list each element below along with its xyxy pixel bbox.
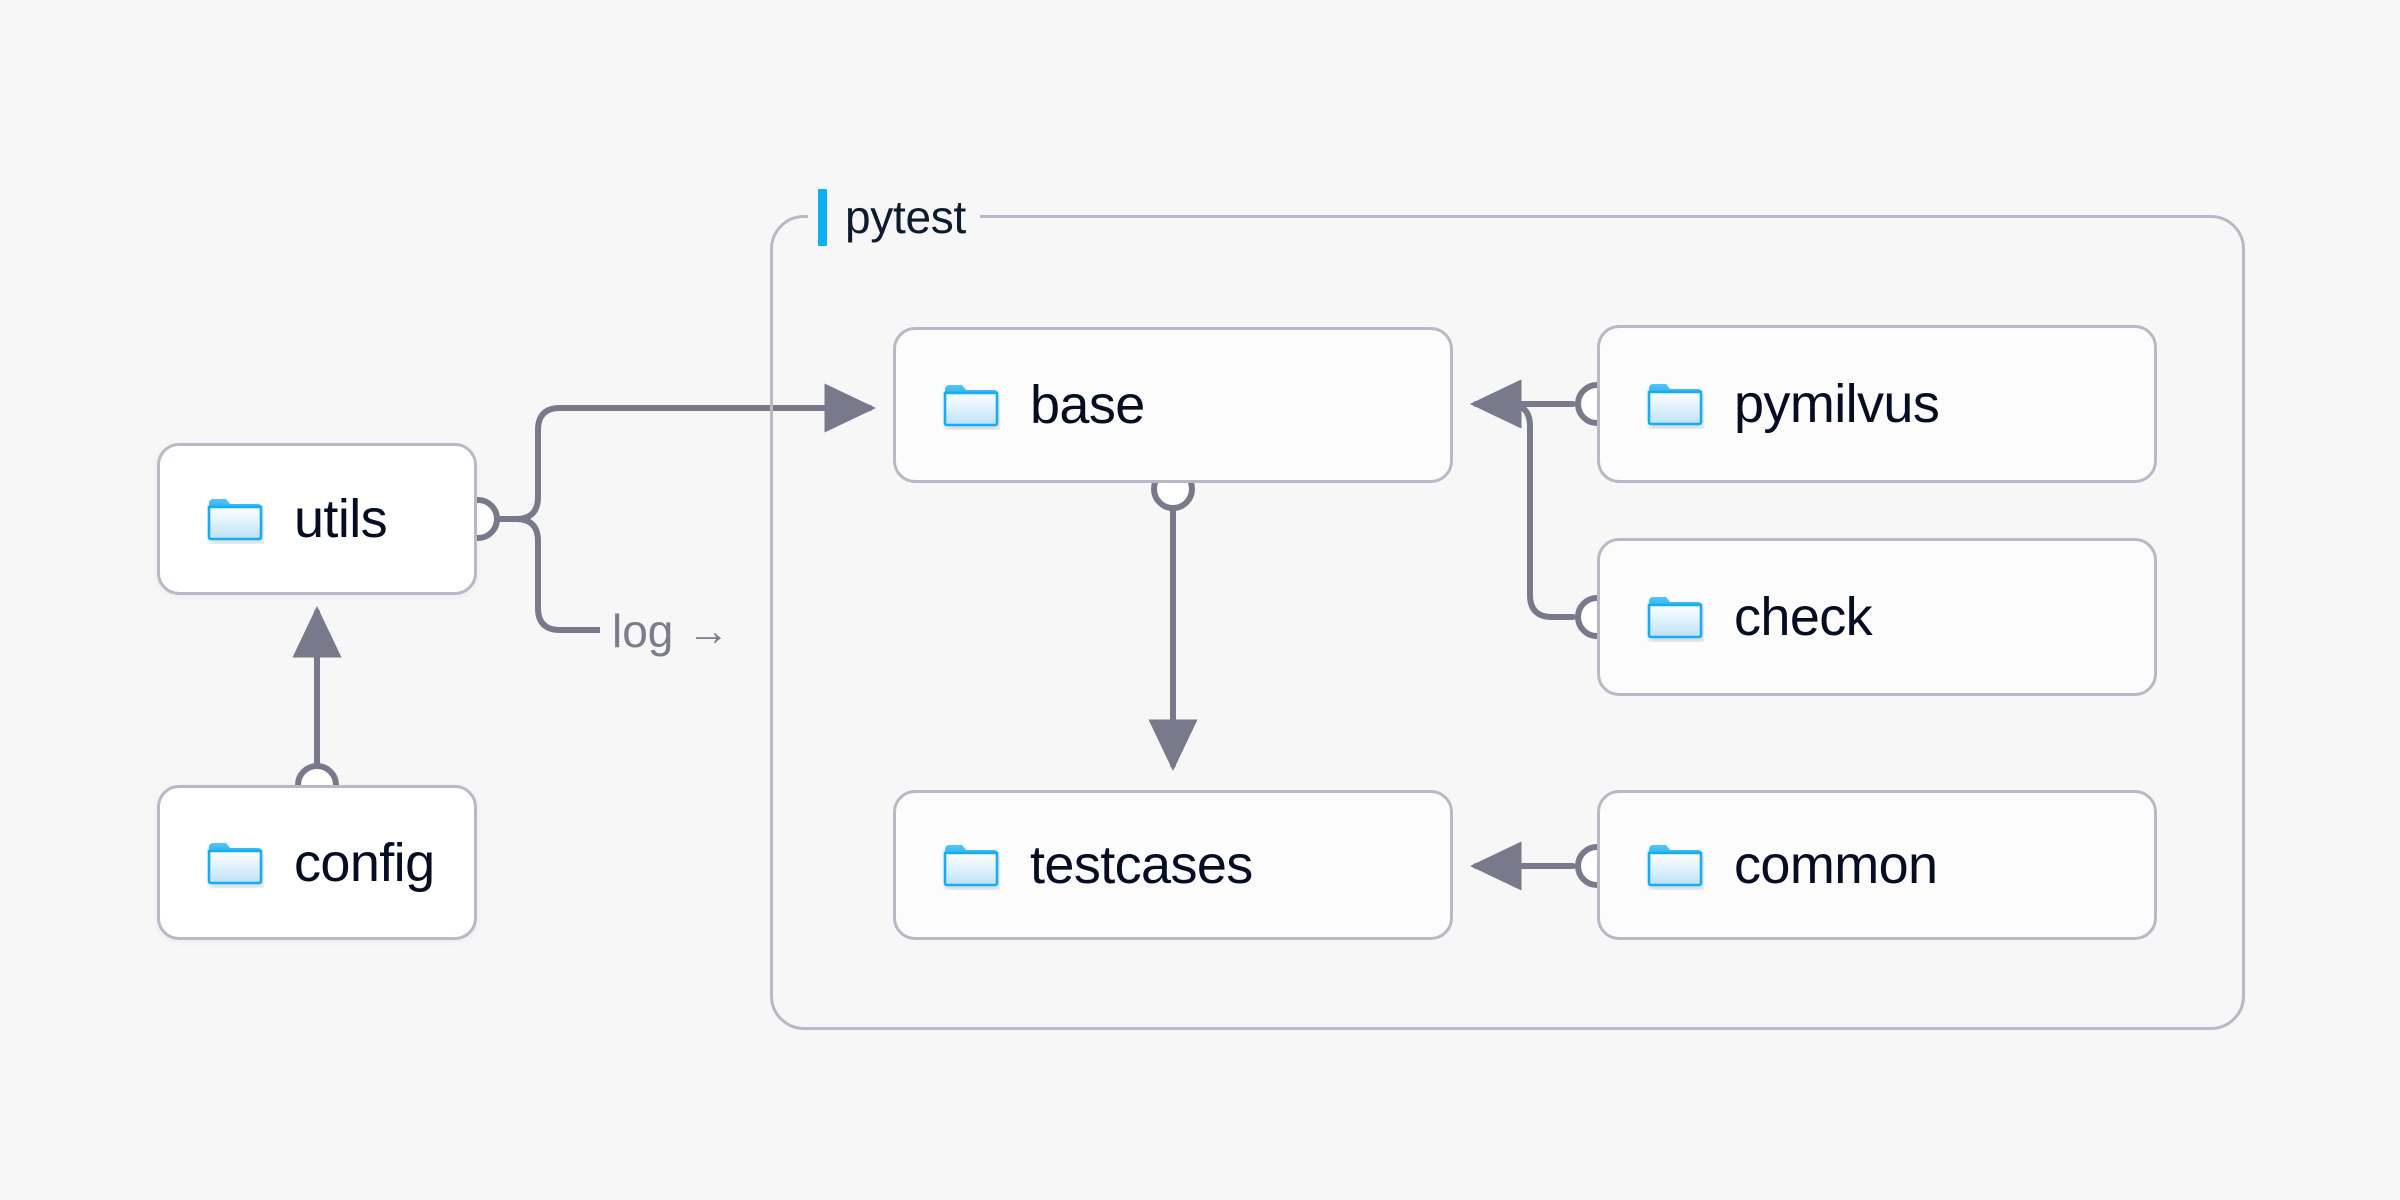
node-common[interactable]: common (1597, 790, 2157, 940)
node-testcases[interactable]: testcases (893, 790, 1453, 940)
node-utils-label: utils (294, 489, 388, 549)
folder-icon (1647, 384, 1703, 426)
folder-icon (207, 842, 263, 884)
edge-label-log-text: log (612, 605, 674, 657)
folder-icon (943, 385, 999, 427)
node-check[interactable]: check (1597, 538, 2157, 696)
accent-bar-icon (818, 188, 827, 246)
node-pymilvus[interactable]: pymilvus (1597, 325, 2157, 483)
node-config[interactable]: config (157, 785, 477, 940)
group-pytest[interactable] (770, 215, 2245, 1030)
node-base-label: base (1030, 375, 1145, 435)
folder-icon (1647, 597, 1703, 639)
node-pymilvus-label: pymilvus (1734, 374, 1940, 434)
group-pytest-label: pytest (808, 187, 980, 247)
arrow-right-icon: → (687, 607, 730, 654)
node-config-label: config (294, 832, 435, 893)
group-pytest-title: pytest (845, 191, 966, 243)
node-check-label: check (1734, 587, 1873, 647)
folder-icon (1647, 845, 1703, 887)
folder-icon (943, 845, 999, 887)
node-utils[interactable]: utils (157, 443, 477, 595)
node-common-label: common (1734, 835, 1938, 895)
folder-icon (207, 499, 263, 541)
node-testcases-label: testcases (1030, 835, 1253, 895)
edge-label-log: log → (600, 605, 742, 657)
node-base[interactable]: base (893, 327, 1453, 483)
